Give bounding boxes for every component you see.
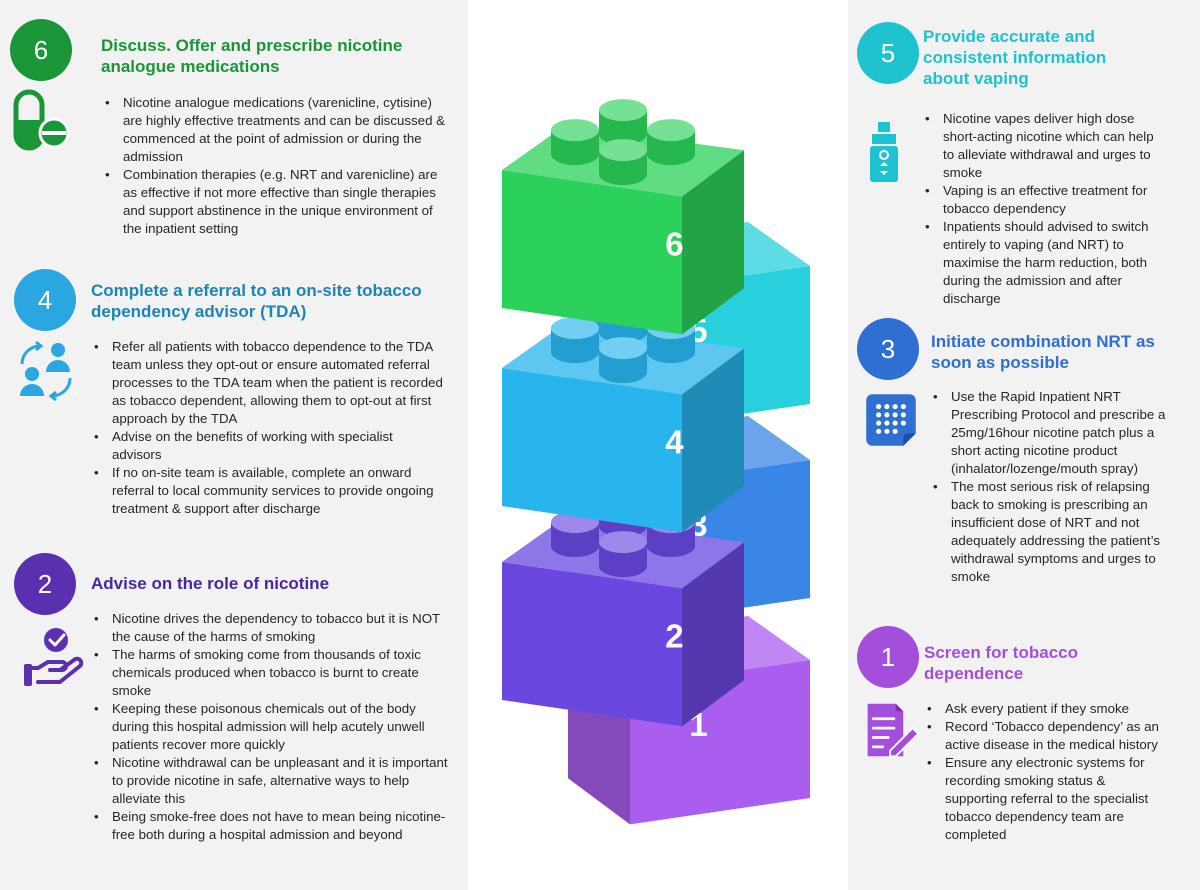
step-6-title: Discuss. Offer and prescribe nicotine an… <box>101 36 403 76</box>
list-item: Nicotine analogue medications (varenicli… <box>103 94 448 166</box>
list-item: Nicotine drives the dependency to tobacc… <box>92 610 454 646</box>
list-item: Inpatients should advised to switch enti… <box>923 218 1163 308</box>
block-4: 4 <box>502 297 744 533</box>
list-item: Nicotine withdrawal can be unpleasant an… <box>92 754 454 808</box>
step-2-number: 2 <box>14 553 76 615</box>
block-6: 6 <box>502 99 744 335</box>
list-item: Vaping is an effective treatment for tob… <box>923 182 1163 218</box>
block-2-front-face <box>502 562 682 727</box>
block-2-side-face <box>682 542 744 727</box>
list-item: Nicotine vapes deliver high dose short-a… <box>923 110 1163 182</box>
list-item: The most serious risk of relapsing back … <box>931 478 1169 586</box>
step-4-title: Complete a referral to an on-site tobacc… <box>91 281 422 321</box>
block-6-stud <box>599 99 647 146</box>
step-2-title: Advise on the role of nicotine <box>91 574 330 593</box>
list-item: Advise on the benefits of working with s… <box>92 428 444 464</box>
step-5-title: Provide accurate and consistent informat… <box>923 27 1107 88</box>
block-6-label: 6 <box>665 226 683 263</box>
block-6-stud <box>599 139 647 186</box>
step-1-bullets: Ask every patient if they smoke Record ‘… <box>925 700 1165 844</box>
block-2-label: 2 <box>665 618 683 655</box>
list-item: Record ‘Tobacco dependency’ as an active… <box>925 718 1165 754</box>
step-1-number: 1 <box>857 626 919 688</box>
list-item: If no on-site team is available, complet… <box>92 464 444 518</box>
step-3-title: Initiate combination NRT as soon as poss… <box>931 332 1155 372</box>
step-3-number: 3 <box>857 318 919 380</box>
people-referral-icon <box>20 340 72 402</box>
block-4-label: 4 <box>665 424 684 461</box>
block-4-side-face <box>682 348 744 533</box>
list-item: Use the Rapid Inpatient NRT Prescribing … <box>931 388 1169 478</box>
pill-capsule-icon <box>13 89 70 151</box>
list-item: Keeping these poisonous chemicals out of… <box>92 700 454 754</box>
block-6-front-face <box>502 170 682 335</box>
block-4-stud <box>551 317 599 364</box>
step-5-bullets: Nicotine vapes deliver high dose short-a… <box>923 110 1163 308</box>
list-item: Combination therapies (e.g. NRT and vare… <box>103 166 448 238</box>
hand-check-icon <box>24 628 84 686</box>
step-2-bullets: Nicotine drives the dependency to tobacc… <box>92 610 454 844</box>
list-item: The harms of smoking come from thousands… <box>92 646 454 700</box>
step-4-bullets: Refer all patients with tobacco dependen… <box>92 338 444 518</box>
list-item: Refer all patients with tobacco dependen… <box>92 338 444 428</box>
block-4-front-face <box>502 368 682 533</box>
clipboard-pen-icon <box>867 703 920 758</box>
step-1-title: Screen for tobacco dependence <box>924 643 1078 683</box>
block-4-stud <box>599 337 647 384</box>
list-item: Being smoke-free does not have to mean b… <box>92 808 454 844</box>
block-6-stud <box>551 119 599 166</box>
step-5-number: 5 <box>857 22 919 84</box>
step-3-bullets: Use the Rapid Inpatient NRT Prescribing … <box>931 388 1169 586</box>
list-item: Ask every patient if they smoke <box>925 700 1165 718</box>
step-6-number: 6 <box>10 19 72 81</box>
block-2-stud <box>599 531 647 578</box>
step-4-number: 4 <box>14 269 76 331</box>
nicotine-patch-icon <box>866 394 916 446</box>
block-6-side-face <box>682 150 744 335</box>
list-item: Ensure any electronic systems for record… <box>925 754 1165 844</box>
block-2-stud <box>551 511 599 558</box>
block-6-stud <box>647 119 695 166</box>
step-6-bullets: Nicotine analogue medications (varenicli… <box>103 94 448 238</box>
block-2: 2 <box>502 491 744 727</box>
vape-device-icon <box>870 122 898 182</box>
